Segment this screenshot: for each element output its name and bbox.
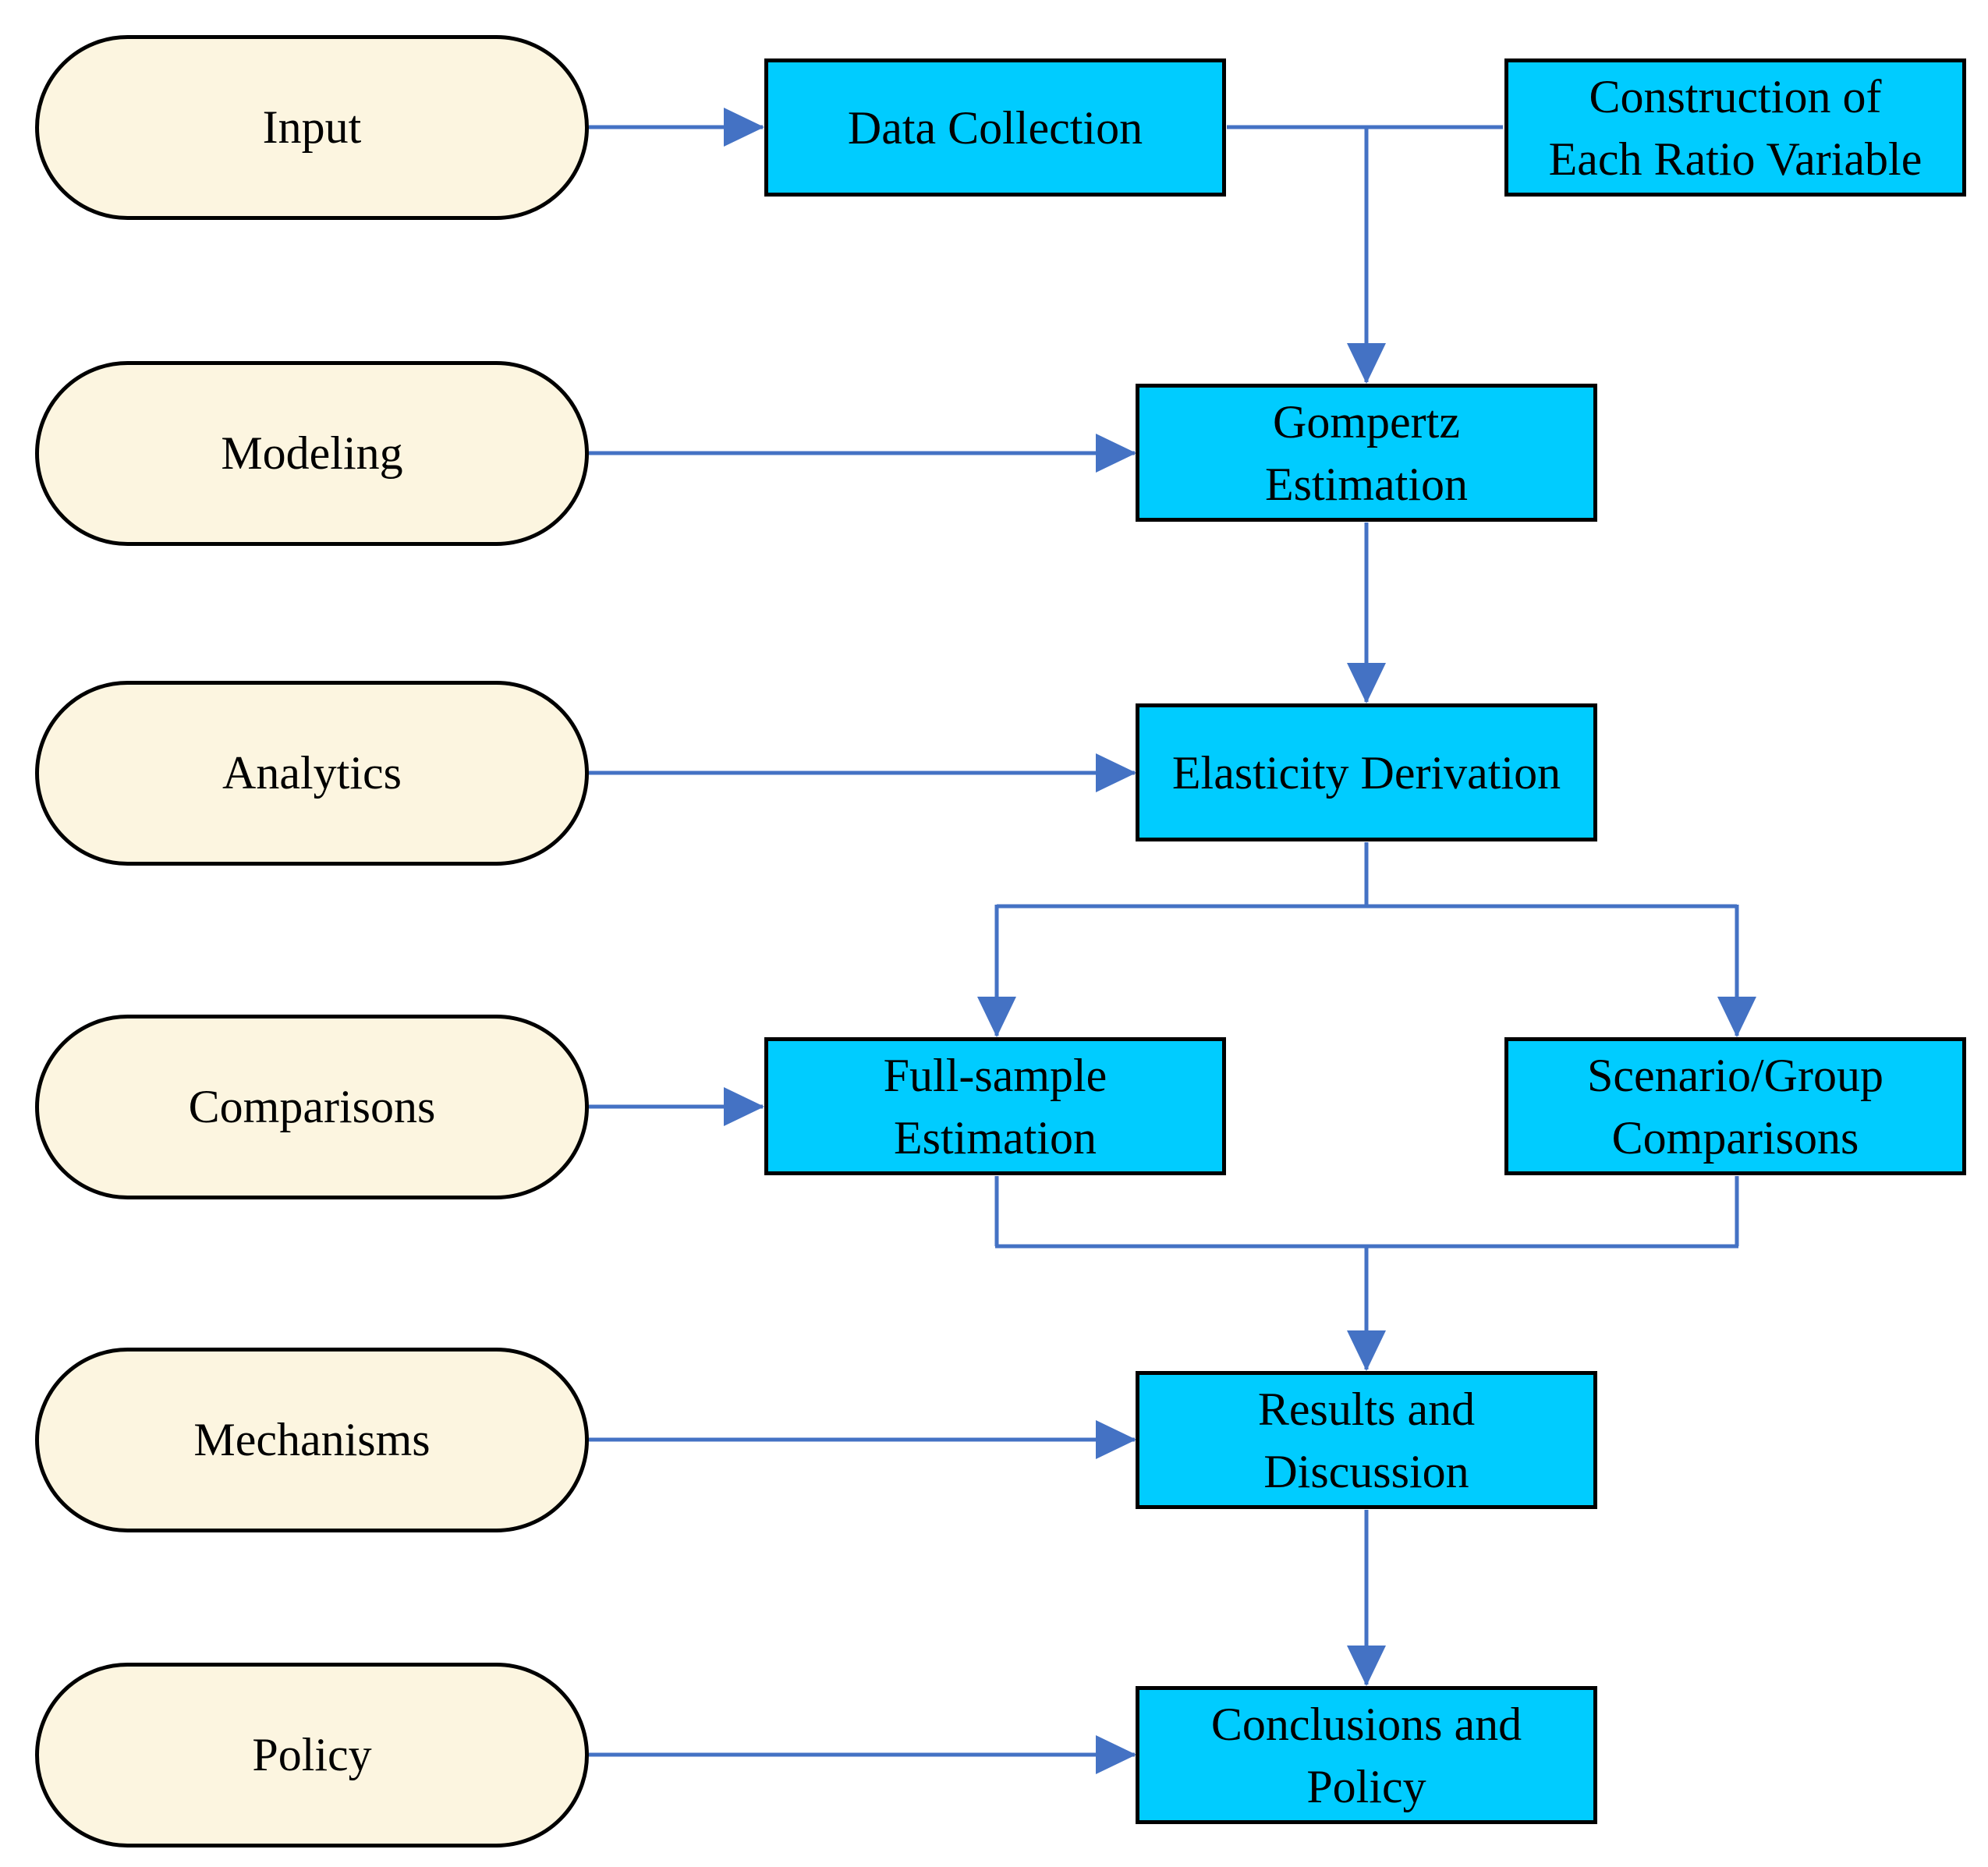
- step-full-sample-label: Full-sample Estimation: [883, 1049, 1107, 1164]
- step-gompertz-estimation: Gompertz Estimation: [1136, 384, 1597, 522]
- stage-comparisons: Comparisons: [35, 1015, 589, 1199]
- step-full-sample-estimation: Full-sample Estimation: [764, 1037, 1226, 1175]
- stage-policy: Policy: [35, 1663, 589, 1848]
- step-results-discussion: Results and Discussion: [1136, 1371, 1597, 1509]
- stage-input: Input: [35, 35, 589, 220]
- stage-mechanisms: Mechanisms: [35, 1348, 589, 1532]
- step-construction: Construction of Each Ratio Variable: [1504, 58, 1966, 197]
- stage-analytics-label: Analytics: [222, 747, 402, 799]
- stage-modeling-label: Modeling: [221, 427, 403, 479]
- step-data-collection-label: Data Collection: [847, 101, 1143, 154]
- stage-analytics: Analytics: [35, 681, 589, 866]
- step-conclusions-policy: Conclusions and Policy: [1136, 1686, 1597, 1824]
- step-elasticity-label: Elasticity Derivation: [1171, 746, 1561, 799]
- stage-comparisons-label: Comparisons: [188, 1081, 436, 1132]
- step-results-label: Results and Discussion: [1257, 1383, 1476, 1497]
- step-conclusions-label: Conclusions and Policy: [1210, 1698, 1522, 1812]
- step-data-collection: Data Collection: [764, 58, 1226, 197]
- step-elasticity-derivation: Elasticity Derivation: [1136, 703, 1597, 841]
- stage-input-label: Input: [262, 101, 362, 153]
- step-scenario-comparisons: Scenario/Group Comparisons: [1504, 1037, 1966, 1175]
- stage-modeling: Modeling: [35, 361, 589, 546]
- stage-mechanisms-label: Mechanisms: [193, 1414, 431, 1465]
- step-gompertz-label: Gompertz Estimation: [1265, 395, 1468, 510]
- step-construction-label: Construction of Each Ratio Variable: [1548, 70, 1922, 185]
- step-scenario-label: Scenario/Group Comparisons: [1587, 1049, 1883, 1164]
- stage-policy-label: Policy: [252, 1729, 372, 1780]
